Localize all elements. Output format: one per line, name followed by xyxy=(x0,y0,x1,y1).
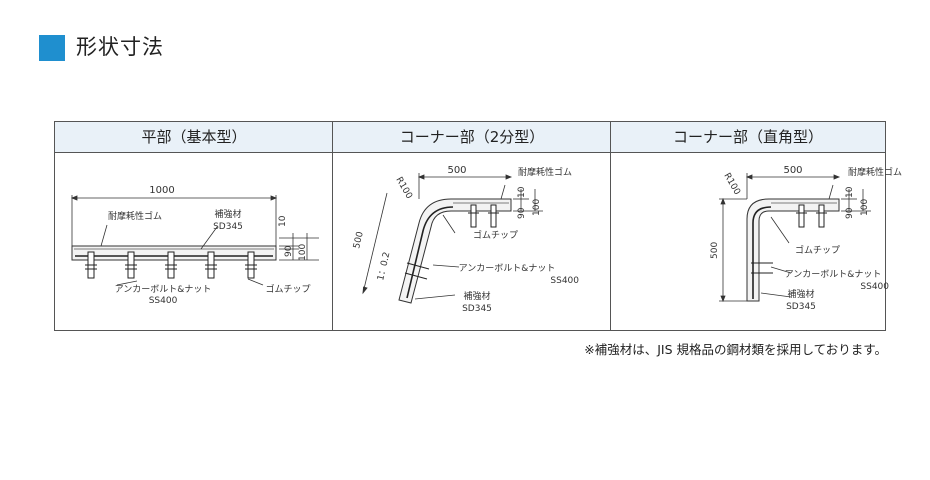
corner-right-reinforce-spec: SD345 xyxy=(786,302,816,312)
flat-rubber-label: 耐摩耗性ゴム xyxy=(108,210,162,222)
dimension-table: 平部（基本型） コーナー部（2分型） コーナー部（直角型） xyxy=(54,121,902,331)
corner-right-drawing-cell: 500 R100 耐摩耗性ゴム 10 90 100 500 ゴムチップ アンカー… xyxy=(611,153,902,331)
corner-split-drawing: 500 R100 耐摩耗性ゴム 90 10 100 500 1：0.2 ゴムチッ… xyxy=(352,165,579,314)
corner-right-reinforce-label: 補強材 xyxy=(787,288,814,300)
flat-anchor-spec: SS400 xyxy=(149,296,178,306)
corner-split-rubber-chip-label: ゴムチップ xyxy=(473,229,518,241)
corner-right-height-label: 500 xyxy=(710,242,720,259)
corner-right-anchor-spec: SS400 xyxy=(860,282,889,292)
flat-width-label: 1000 xyxy=(149,185,174,196)
corner-split-dim-small: 10 xyxy=(517,186,527,198)
flat-dim-total: 100 xyxy=(298,244,308,261)
flat-rubber-chip-label: ゴムチップ xyxy=(265,283,310,295)
section-title: 形状寸法 xyxy=(76,35,164,59)
column-divider xyxy=(332,122,333,330)
corner-split-reinforce-spec: SD345 xyxy=(462,304,492,314)
corner-right-dim-total: 100 xyxy=(860,199,870,216)
corner-split-drawing-cell: 500 R100 耐摩耗性ゴム 90 10 100 500 1：0.2 ゴムチッ… xyxy=(333,153,610,331)
column-divider xyxy=(610,122,611,330)
column-header-corner-right: コーナー部（直角型） xyxy=(611,122,885,153)
corner-right-rubber-label: 耐摩耗性ゴム xyxy=(848,166,902,178)
corner-split-anchor-label: アンカーボルト&ナット xyxy=(459,263,556,274)
corner-right-rubber-chip-label: ゴムチップ xyxy=(795,244,840,256)
corner-split-dim-total: 100 xyxy=(532,199,542,216)
flat-anchor-label: アンカーボルト&ナット xyxy=(115,284,212,295)
corner-split-rubber-label: 耐摩耗性ゴム xyxy=(518,166,572,178)
flat-dim-small: 10 xyxy=(278,215,288,227)
corner-right-dim-mid: 90 xyxy=(845,207,855,219)
corner-split-width-label: 500 xyxy=(447,165,466,176)
corner-split-radius-label: R100 xyxy=(393,176,414,202)
flat-drawing-cell: 1000 耐摩耗性ゴム 補強材 SD345 10 90 100 アンカーボルト&… xyxy=(55,153,332,331)
corner-split-slope-label: 1：0.2 xyxy=(376,251,392,282)
column-header-corner-split: コーナー部（2分型） xyxy=(333,122,611,153)
heading-marker xyxy=(39,35,65,61)
corner-right-radius-label: R100 xyxy=(721,172,742,198)
corner-split-dim-mid: 90 xyxy=(517,207,527,219)
corner-right-drawing: 500 R100 耐摩耗性ゴム 10 90 100 500 ゴムチップ アンカー… xyxy=(710,165,902,312)
flat-reinforce-label: 補強材 xyxy=(214,208,241,220)
footnote: ※補強材は、JIS 規格品の鋼材類を採用しております。 xyxy=(584,342,887,357)
flat-dim-mid: 90 xyxy=(284,245,294,257)
corner-split-height-label: 500 xyxy=(352,230,366,249)
corner-right-anchor-label: アンカーボルト&ナット xyxy=(785,269,882,280)
corner-right-width-label: 500 xyxy=(783,165,802,176)
column-header-flat: 平部（基本型） xyxy=(55,122,333,153)
corner-split-anchor-spec: SS400 xyxy=(550,276,579,286)
corner-split-reinforce-label: 補強材 xyxy=(463,290,490,302)
flat-drawing: 1000 耐摩耗性ゴム 補強材 SD345 10 90 100 アンカーボルト&… xyxy=(70,185,319,306)
flat-reinforce-spec: SD345 xyxy=(213,222,243,232)
corner-right-dim-small: 10 xyxy=(845,186,855,198)
